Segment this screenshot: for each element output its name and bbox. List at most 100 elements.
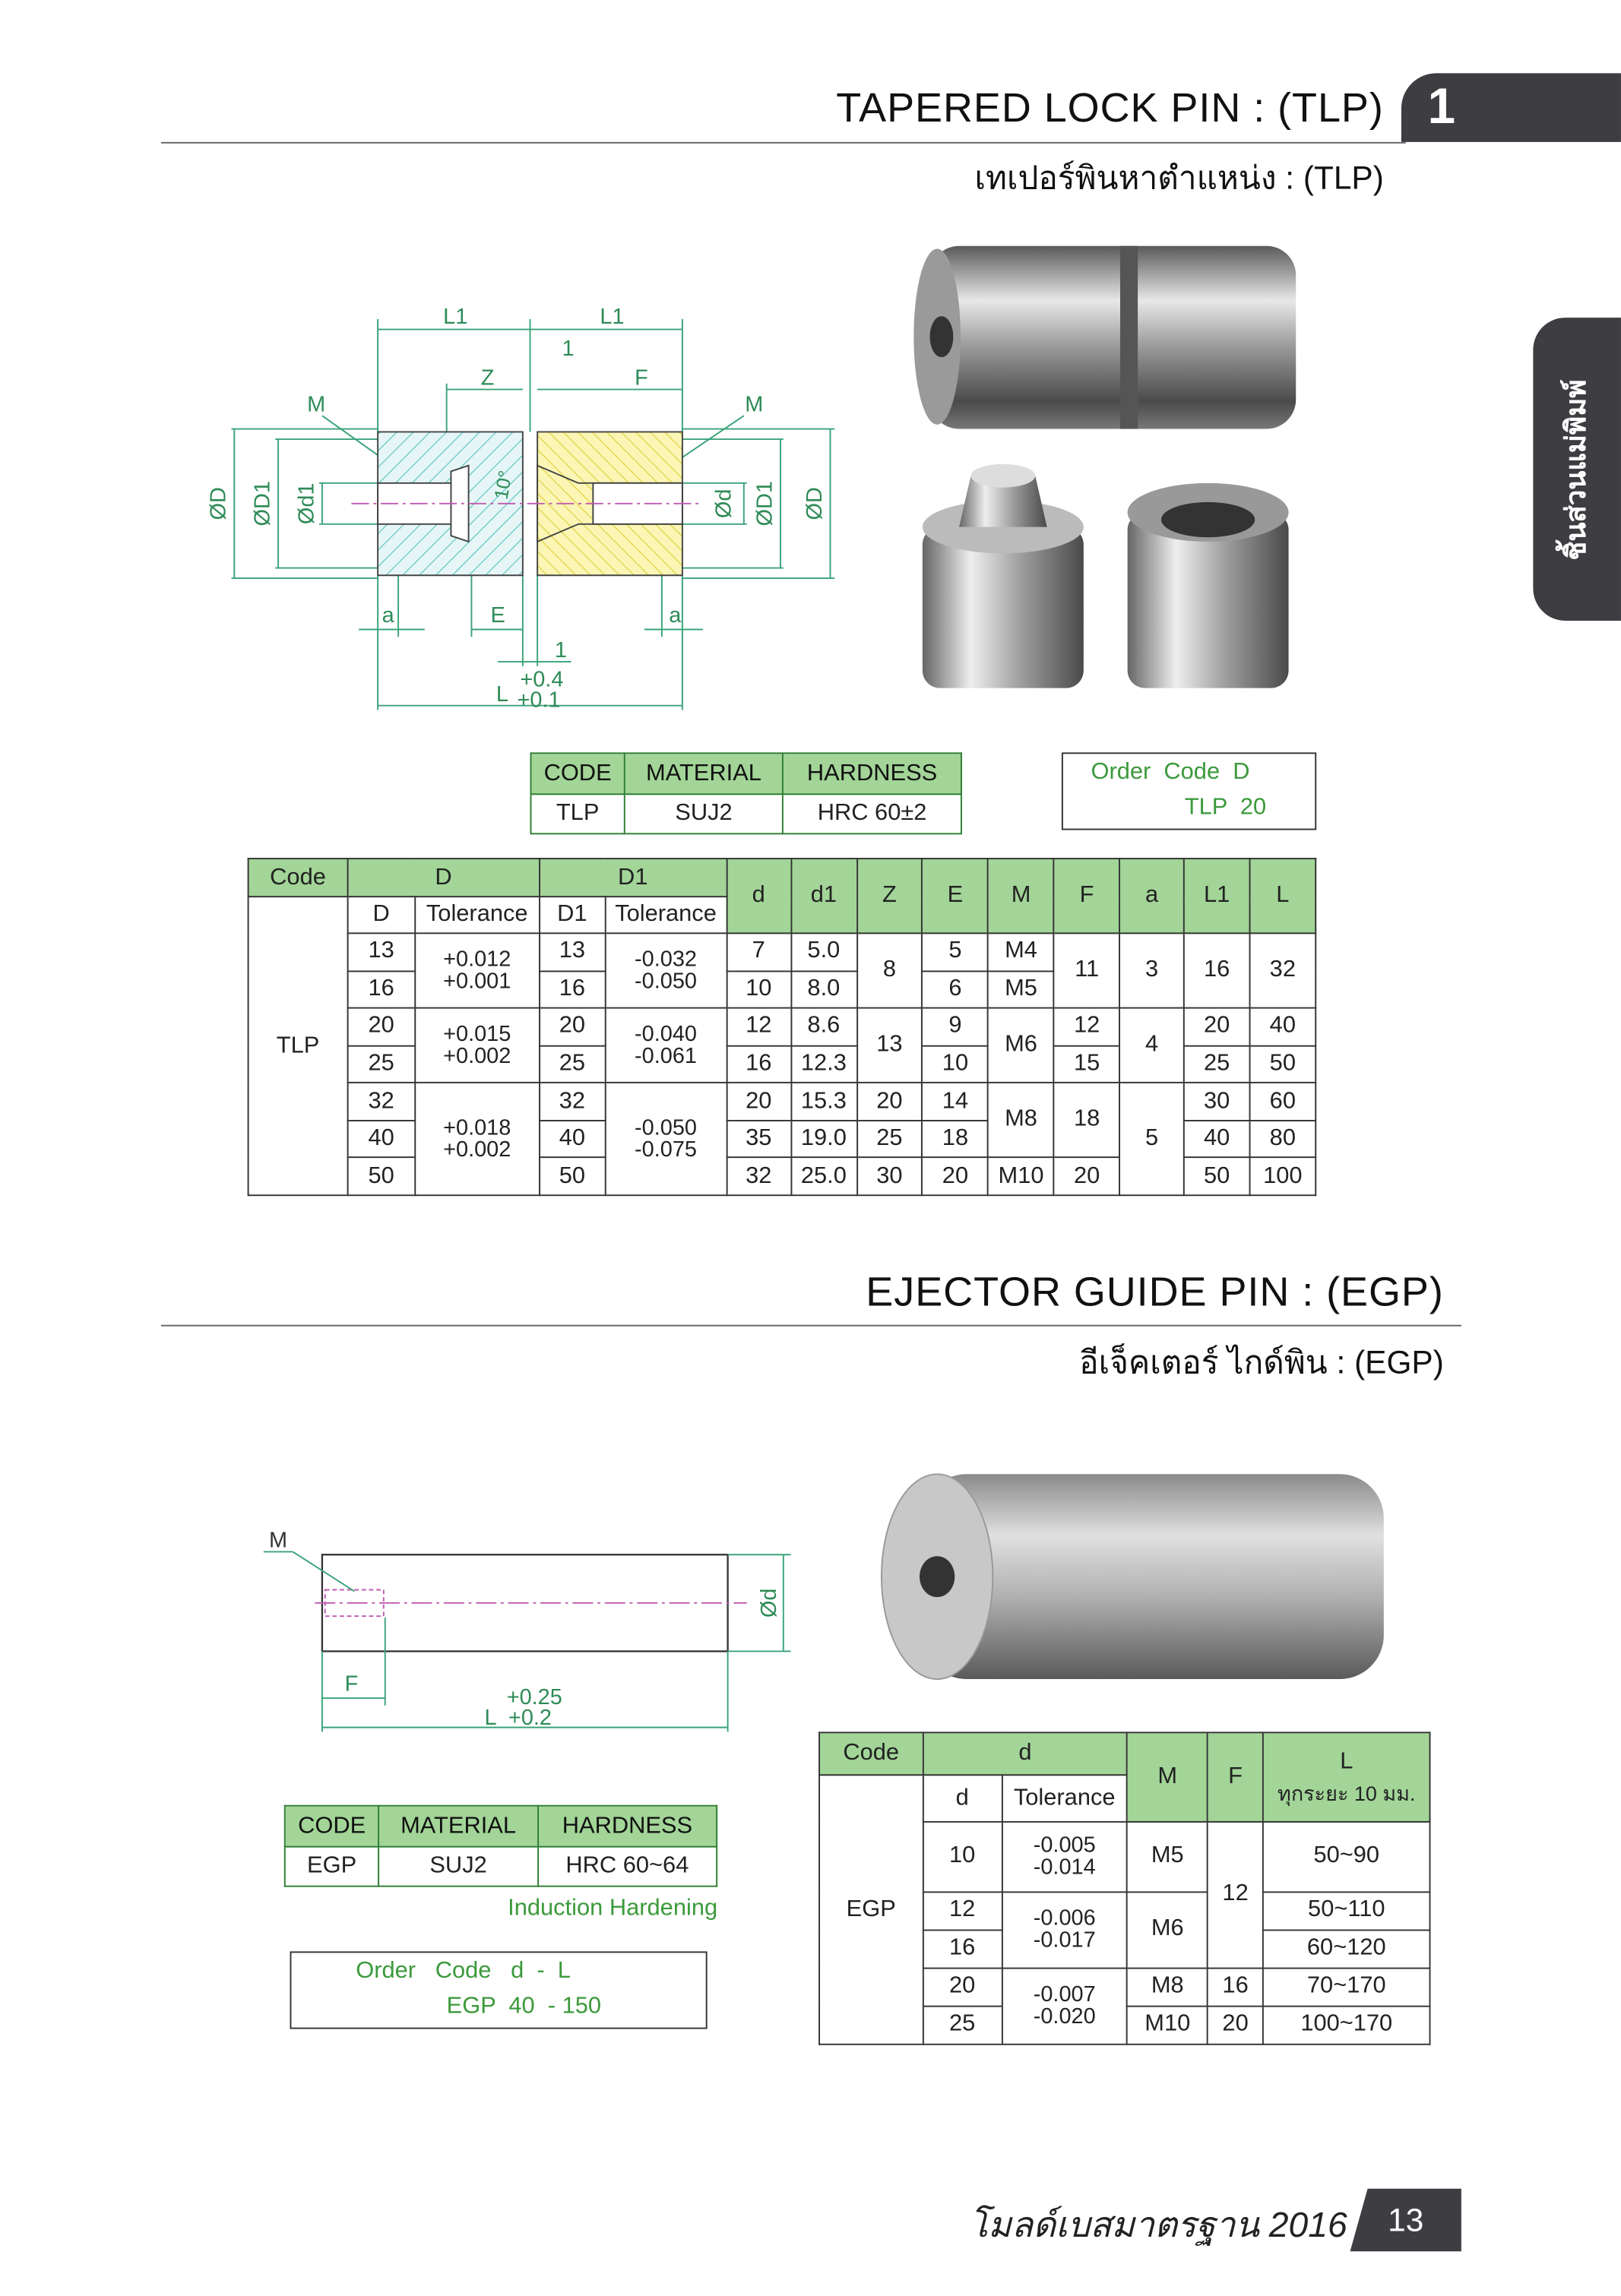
header-F: F (1053, 858, 1121, 935)
cell-d1: 12.3 (790, 1045, 858, 1084)
cell-L1: 30 (1183, 1082, 1251, 1121)
egp-title-rule (160, 1324, 1461, 1327)
tlp-product-photo (913, 245, 1296, 688)
cell-F: 20 (1053, 1156, 1121, 1197)
header-E: E (921, 858, 989, 935)
section-number-badge: 1 (1401, 73, 1621, 142)
cell-d: 10 (726, 969, 792, 1009)
cell-E: 14 (921, 1082, 989, 1121)
dim-label-angle: 10° (491, 469, 517, 501)
code-cell: TLP (247, 896, 349, 1197)
tlp-title-rule (160, 141, 1406, 144)
cell-tol: -0.005-0.014 (1000, 1820, 1129, 1893)
header-d: d (922, 1731, 1129, 1776)
cell-L: 70~170 (1262, 1967, 1431, 2007)
cell-D-tol: +0.012+0.001 (413, 932, 540, 1009)
header-F: F (1207, 1731, 1265, 1823)
subheader-D-tolerance: Tolerance (413, 896, 540, 935)
header-L-label: L (1340, 1749, 1353, 1775)
cell-L: 50~90 (1262, 1820, 1431, 1893)
cell-Z: 13 (856, 1007, 923, 1084)
spec-header-material: MATERIAL (623, 752, 784, 795)
cell-Z: 30 (856, 1156, 923, 1197)
egp-hardening-note: Induction Hardening (508, 1896, 718, 1921)
header-Z: Z (856, 858, 923, 935)
cell-F: 15 (1053, 1045, 1121, 1084)
table-row: 13 +0.012+0.001 13 -0.032-0.050 7 5.0 8 … (249, 932, 1317, 1009)
tlp-title: TAPERED LOCK PIN : (TLP) (836, 84, 1384, 131)
section-number: 1 (1427, 79, 1456, 135)
dim-label-L1-left: L1 (443, 305, 467, 329)
cell-E: 10 (921, 1045, 989, 1084)
cell-D1-tol: -0.032-0.050 (604, 932, 727, 1009)
cell-d: 12 (922, 1890, 1002, 1931)
cell-d: 7 (726, 932, 792, 972)
cell-Z: 8 (856, 932, 923, 1009)
table-row: 25 25 16 12.3 10 15 25 50 (249, 1045, 1317, 1084)
spec-code: EGP (283, 1845, 380, 1887)
cell-a: 4 (1119, 1007, 1185, 1084)
cell-M: M10 (987, 1156, 1055, 1197)
cell-d: 12 (726, 1007, 792, 1047)
dim-label-F: F (345, 1671, 359, 1696)
dim-label-Od1: Ød1 (294, 483, 318, 525)
header-d: d (726, 858, 792, 935)
dim-label-L-tol-lower: +0.1 (518, 688, 561, 713)
spec-code: TLP (530, 793, 625, 835)
cell-M: M8 (1126, 1967, 1209, 2007)
cell-D: 32 (347, 1082, 416, 1121)
cell-d: 16 (922, 1928, 1002, 1969)
spec-header-code: CODE (283, 1804, 380, 1848)
dim-label-Od: Ød (711, 489, 736, 519)
cell-D1: 16 (538, 969, 606, 1009)
cell-L1: 16 (1183, 932, 1251, 1009)
cell-L: 60~120 (1262, 1928, 1431, 1969)
dim-label-L1-right: L1 (600, 305, 624, 329)
egp-product-photo (880, 1473, 1384, 1681)
header-d1: d1 (790, 858, 858, 935)
subheader-D1: D1 (538, 896, 606, 935)
table-row: 40 40 35 19.0 25 18 40 80 (249, 1119, 1317, 1159)
cell-a: 5 (1119, 1082, 1185, 1197)
cell-d1: 8.6 (790, 1007, 858, 1047)
dim-label-M-left: M (307, 392, 325, 416)
cell-d1: 19.0 (790, 1119, 858, 1159)
spec-header-code: CODE (530, 752, 625, 795)
dim-label-Z: Z (481, 366, 495, 391)
dim-label-1-top: 1 (562, 337, 575, 361)
cell-M: M8 (987, 1082, 1055, 1159)
cell-tol: -0.007-0.020 (1000, 1967, 1129, 2045)
dim-label-OD: ØD (207, 487, 231, 520)
header-D1: D1 (538, 858, 727, 898)
cell-F: 20 (1207, 2005, 1265, 2045)
cell-d1: 8.0 (790, 969, 858, 1009)
cell-D1: 50 (538, 1156, 606, 1197)
cell-M: M6 (987, 1007, 1055, 1084)
footer-text: โมลด์เบสมาตรฐาน 2016 (969, 2206, 1347, 2246)
spec-hardness: HRC 60±2 (782, 793, 962, 835)
egp-order-code-box: Order Code d - L EGP 40 - 150 (290, 1951, 708, 2029)
cell-F: 11 (1053, 932, 1121, 1009)
egp-technical-drawing: M Ød F L +0.25 +0.2 (263, 1529, 791, 1732)
cell-D1-tol: -0.040-0.061 (604, 1007, 727, 1084)
page-number-badge: 13 (1350, 2188, 1461, 2252)
cell-F: 12 (1207, 1820, 1265, 1969)
cell-D-tol: +0.018+0.002 (413, 1082, 540, 1197)
page-number: 13 (1388, 2200, 1424, 2238)
cell-D: 16 (347, 969, 416, 1009)
cell-M: M5 (1126, 1820, 1209, 1893)
dim-label-1-bottom: 1 (555, 638, 567, 663)
cell-a: 3 (1119, 932, 1185, 1009)
cell-M: M6 (1126, 1890, 1209, 1969)
cell-d: 32 (726, 1156, 792, 1197)
tlp-order-code-box: Order Code D TLP 20 (1061, 752, 1317, 830)
dim-label-a-left: a (382, 603, 395, 628)
cell-D1: 40 (538, 1119, 606, 1159)
cell-Z: 20 (856, 1082, 923, 1121)
header-a: a (1119, 858, 1185, 935)
cell-M: M5 (987, 969, 1055, 1009)
cell-E: 20 (921, 1156, 989, 1197)
dim-label-M-right: M (745, 392, 763, 416)
cell-D-tol: +0.015+0.002 (413, 1007, 540, 1084)
